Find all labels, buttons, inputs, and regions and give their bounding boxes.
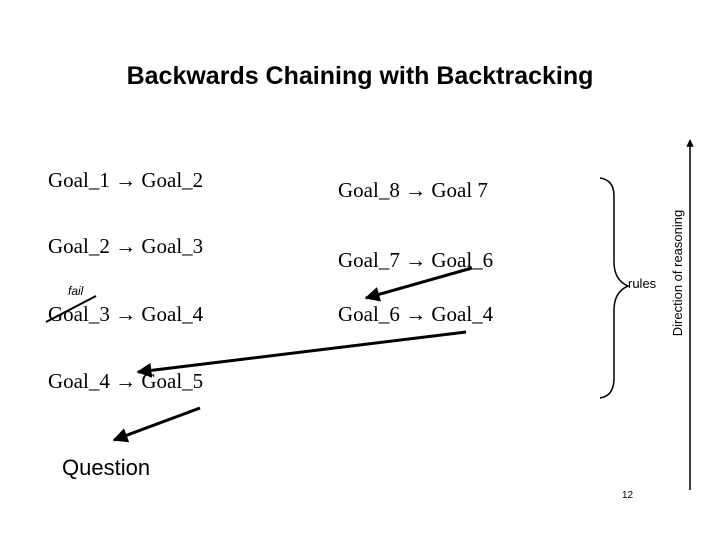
arrow-icon: → bbox=[115, 234, 137, 258]
arrow-goal6-to-goal7-row bbox=[364, 266, 473, 302]
arrow-icon: → bbox=[405, 178, 427, 202]
rule-to: Goal_2 bbox=[141, 168, 204, 192]
arrow-icon: → bbox=[405, 302, 427, 326]
question-label: Question bbox=[62, 455, 151, 480]
arrow-icon: → bbox=[405, 248, 427, 272]
fail-label: fail bbox=[68, 284, 84, 298]
rule-from: Goal_1 bbox=[48, 168, 110, 192]
rules-brace bbox=[599, 177, 630, 399]
rule-goal1-goal2: Goal_1 → Goal_2 bbox=[48, 168, 203, 192]
rule-goal2-goal3: Goal_2 → Goal_3 bbox=[48, 234, 203, 258]
fail-strike-line bbox=[45, 295, 97, 323]
arrow-to-question bbox=[112, 406, 201, 443]
rule-from: Goal_2 bbox=[48, 234, 110, 258]
rule-to: Goal_3 bbox=[141, 234, 204, 258]
rule-to: Goal_4 bbox=[431, 302, 494, 326]
rule-goal8-goal7: Goal_8 → Goal 7 bbox=[338, 178, 488, 202]
rule-from: Goal_6 bbox=[338, 302, 400, 326]
slide-title: Backwards Chaining with Backtracking bbox=[126, 62, 594, 90]
rule-goal6-goal4: Goal_6 → Goal_4 bbox=[338, 302, 493, 326]
arrow-icon: → bbox=[115, 302, 137, 326]
rule-from: Goal_8 bbox=[338, 178, 400, 202]
arrow-icon: → bbox=[115, 168, 137, 192]
arrow-backtrack-to-goal4 bbox=[136, 330, 467, 378]
rule-from: Goal_4 bbox=[48, 369, 110, 393]
rules-label: rules bbox=[628, 276, 657, 291]
page-number: 12 bbox=[622, 490, 634, 501]
rule-to: Goal_6 bbox=[431, 248, 494, 272]
rule-to: Goal 7 bbox=[431, 178, 488, 202]
rule-goal7-goal6: Goal_7 → Goal_6 bbox=[338, 248, 493, 272]
rule-goal3-goal4: Goal_3 → Goal_4 bbox=[48, 302, 203, 326]
arrow-icon: → bbox=[115, 369, 137, 393]
rule-from: Goal_7 bbox=[338, 248, 400, 272]
rule-to: Goal_4 bbox=[141, 302, 204, 326]
